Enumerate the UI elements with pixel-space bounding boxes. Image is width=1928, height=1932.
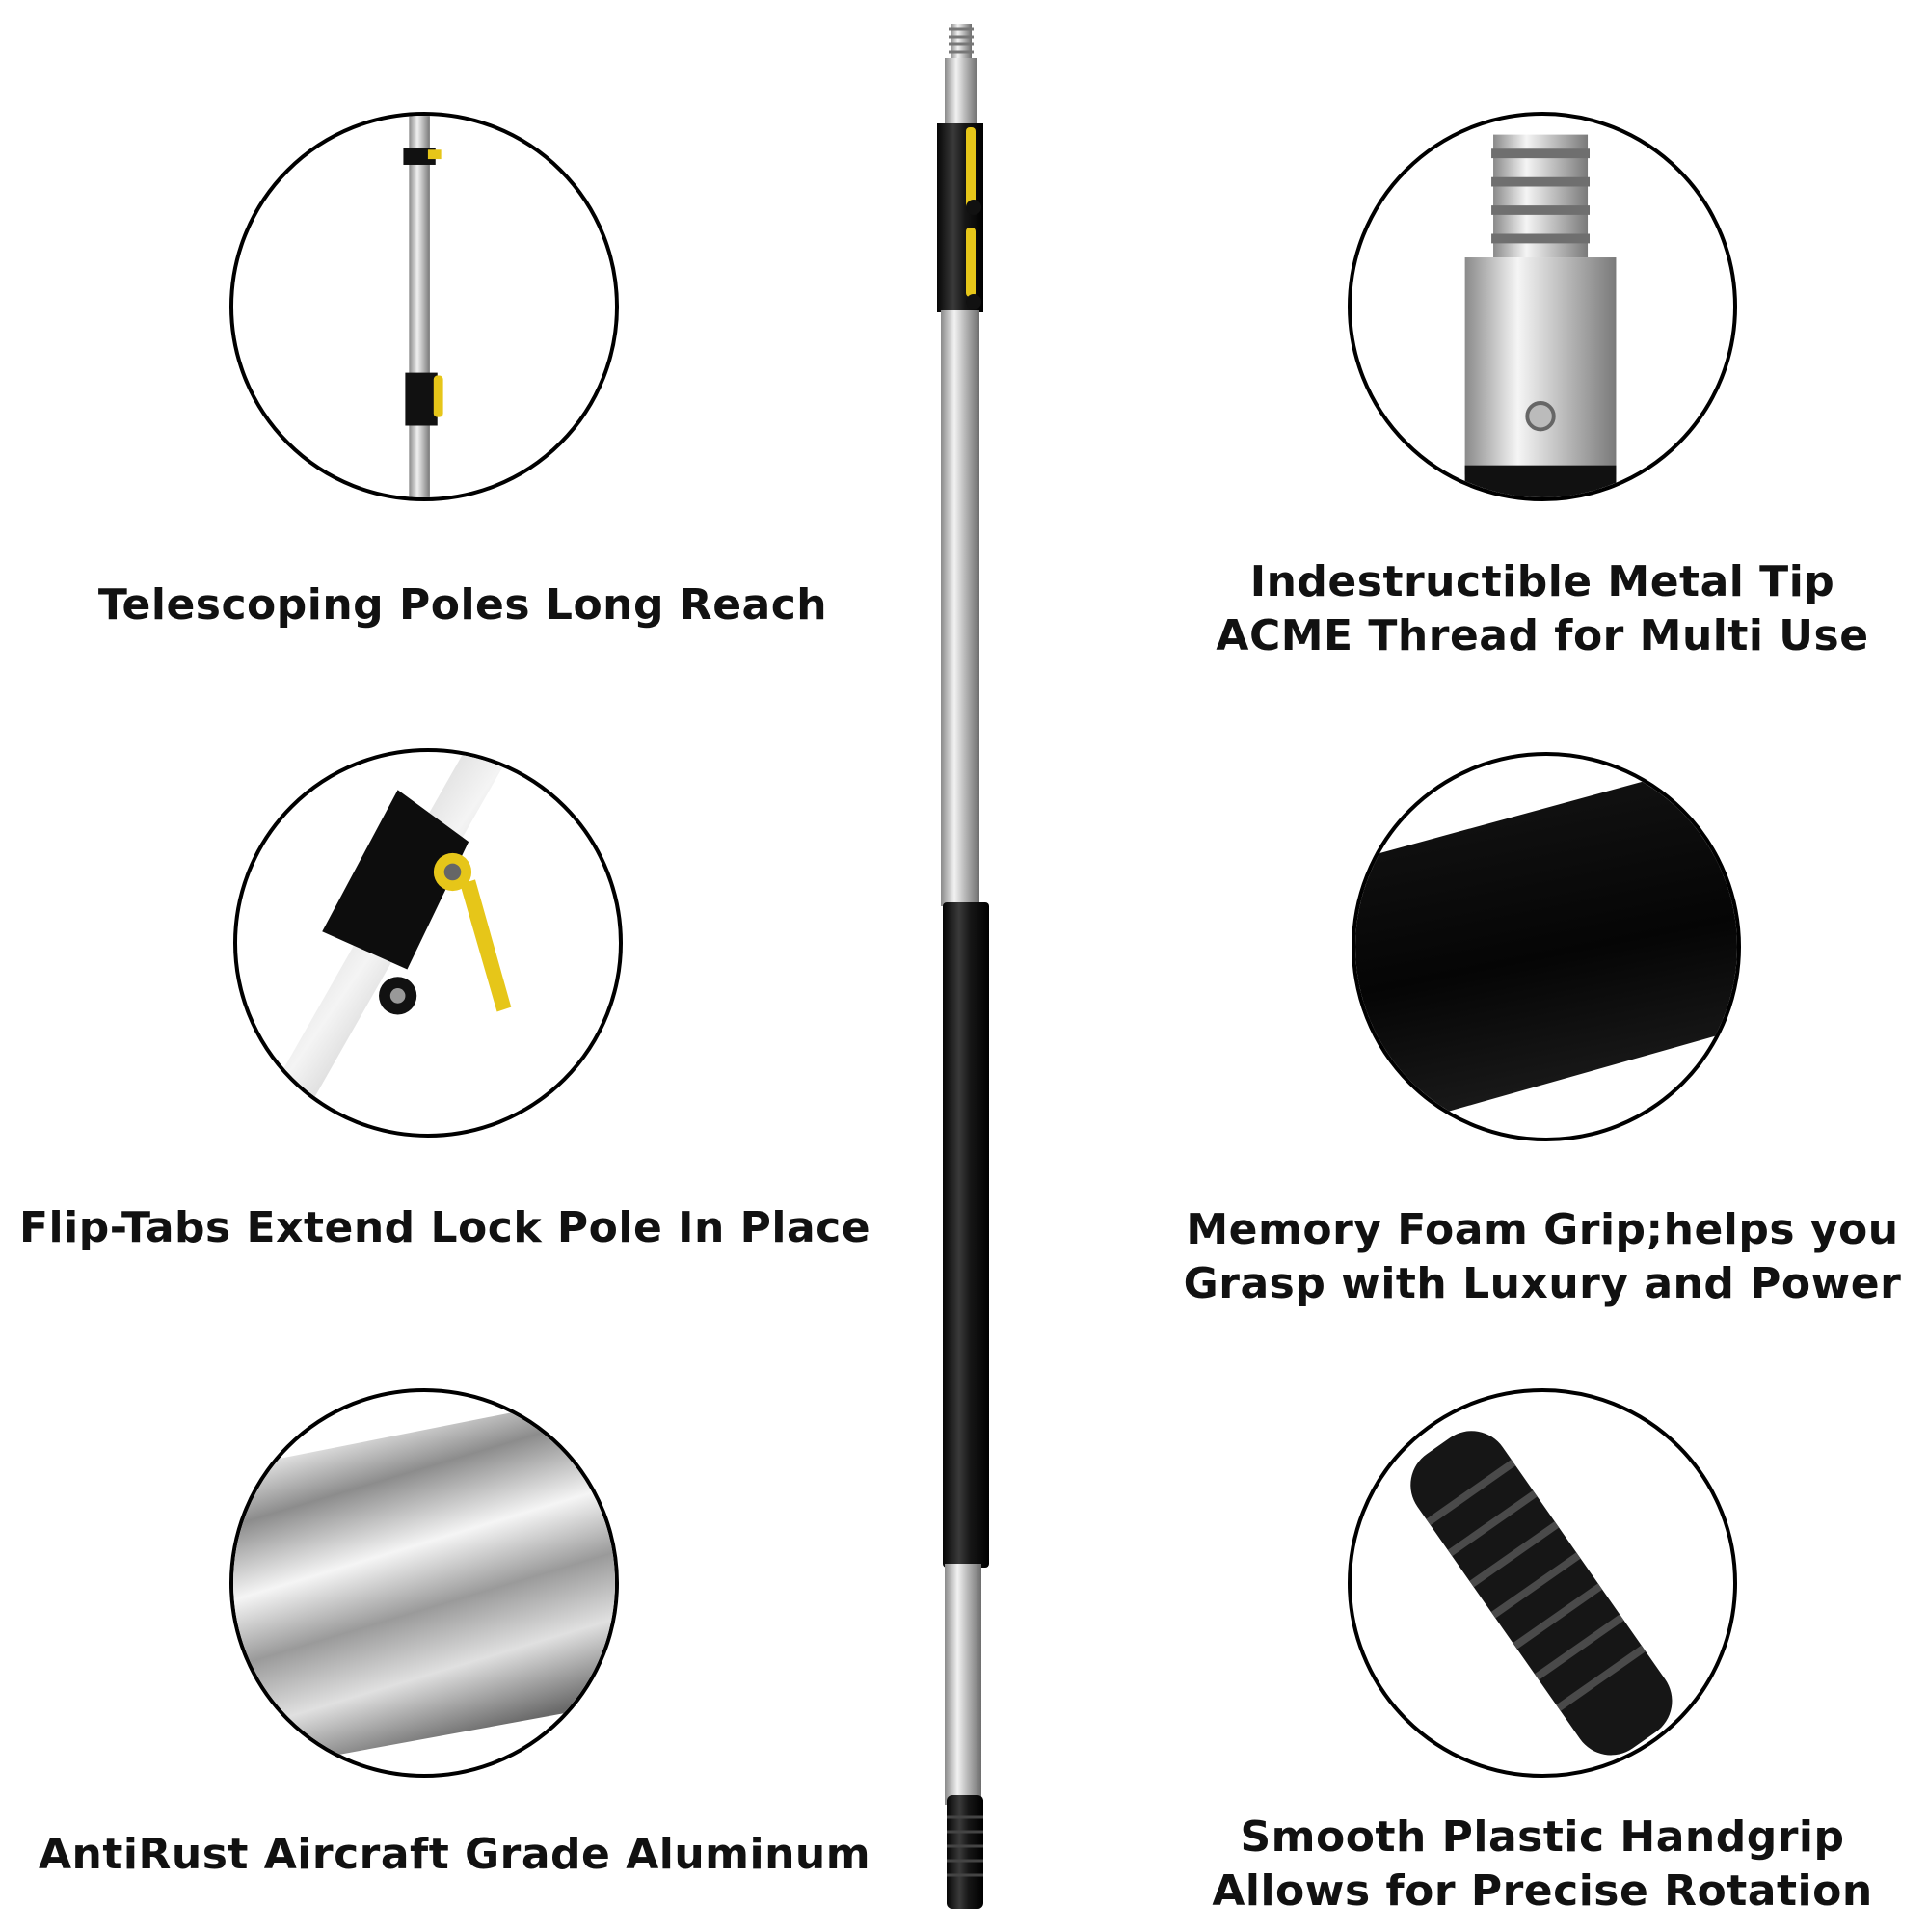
aluminum-detail-image bbox=[229, 1388, 619, 1778]
telescoping-detail-image bbox=[229, 112, 619, 501]
flip-tabs-detail-image bbox=[233, 748, 623, 1138]
memory-foam-line1: Memory Foam Grip;helps you bbox=[1186, 1205, 1899, 1254]
metal-tip-line1: Indestructible Metal Tip bbox=[1249, 557, 1835, 606]
flip-tabs-title: Flip-Tabs Extend Lock Pole In Place bbox=[19, 1203, 871, 1252]
handgrip-line2: Allows for Precise Rotation bbox=[1212, 1866, 1873, 1916]
telescoping-caption: Telescoping Poles Long Reach bbox=[58, 578, 868, 632]
memory-foam-detail-image bbox=[1352, 752, 1741, 1141]
aluminum-title: AntiRust Aircraft Grade Aluminum bbox=[39, 1830, 871, 1879]
memory-foam-line2: Grasp with Luxury and Power bbox=[1183, 1259, 1902, 1308]
telescoping-pole-image bbox=[868, 0, 1060, 1928]
handgrip-caption: Smooth Plastic Handgrip Allows for Preci… bbox=[1147, 1811, 1928, 1919]
metal-tip-line2: ACME Thread for Multi Use bbox=[1216, 611, 1869, 660]
memory-foam-caption: Memory Foam Grip;helps you Grasp with Lu… bbox=[1157, 1203, 1928, 1311]
metal-tip-detail-image bbox=[1348, 112, 1737, 501]
aluminum-caption: AntiRust Aircraft Grade Aluminum bbox=[39, 1828, 871, 1882]
flip-tabs-caption: Flip-Tabs Extend Lock Pole In Place bbox=[19, 1201, 871, 1255]
handgrip-detail-image bbox=[1348, 1388, 1737, 1778]
metal-tip-caption: Indestructible Metal Tip ACME Thread for… bbox=[1147, 555, 1928, 663]
handgrip-line1: Smooth Plastic Handgrip bbox=[1240, 1812, 1845, 1862]
telescoping-title: Telescoping Poles Long Reach bbox=[97, 580, 828, 630]
